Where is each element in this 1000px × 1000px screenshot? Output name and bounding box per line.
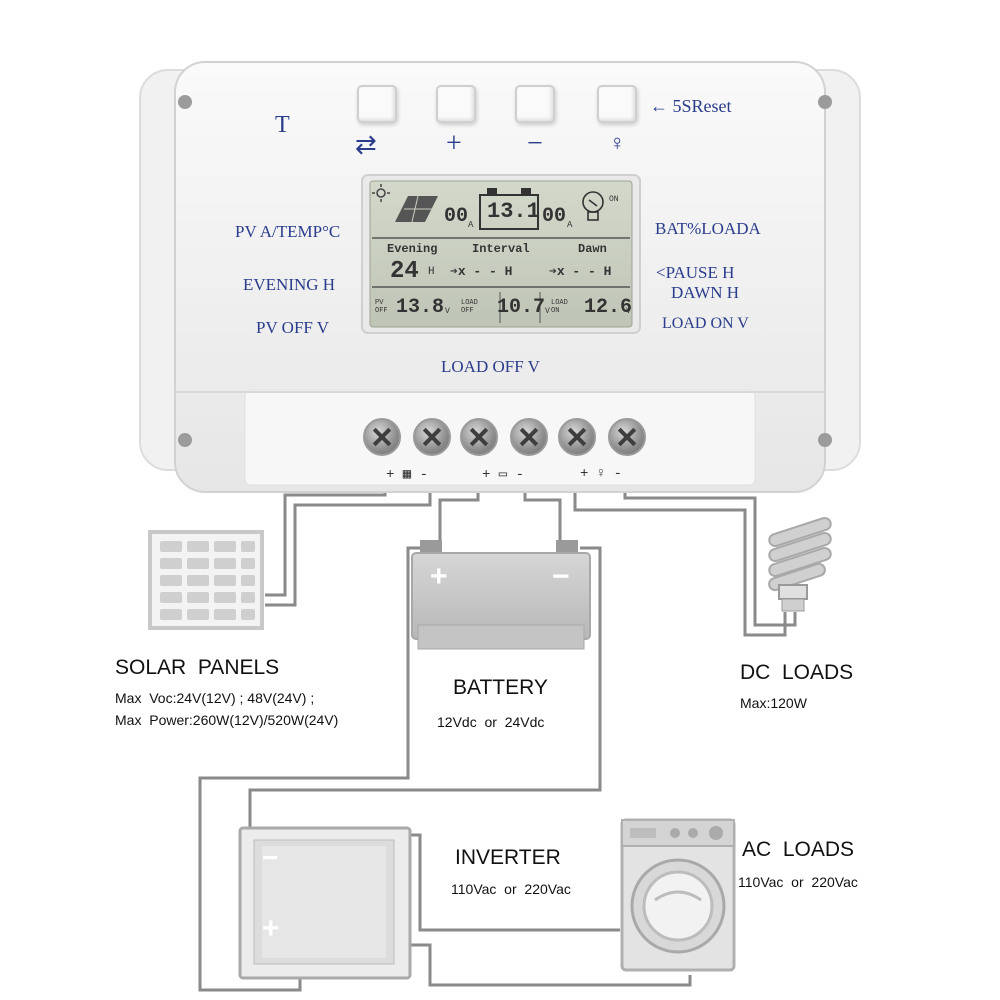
controller-terminal-block	[244, 389, 756, 486]
battery-title: BATTERY	[453, 676, 548, 699]
light-bulb-icon: ♀	[609, 130, 626, 155]
mount-hole	[818, 95, 832, 109]
lcd-pv-off-unit: V	[445, 307, 450, 316]
set-button[interactable]	[357, 85, 397, 123]
lcd-pv-current-unit: A	[468, 220, 474, 230]
minus-button[interactable]	[515, 85, 555, 123]
lcd-load-on-unit: V	[626, 307, 631, 316]
solar-panel-icon	[148, 530, 264, 630]
lcd-load-current: 00	[542, 205, 567, 228]
lcd-load-on-label: LOAD ON	[551, 299, 568, 315]
cfl-bulb-icon	[768, 516, 832, 612]
mount-hole	[178, 95, 192, 109]
mode-label: T	[275, 112, 290, 138]
dawn-label: DAWN H	[671, 283, 740, 302]
mount-hole	[818, 433, 832, 447]
plus-button[interactable]	[436, 85, 476, 123]
load-off-label: LOAD OFF V	[441, 357, 540, 376]
lcd-evening-hour-unit: H	[428, 266, 435, 278]
load-on-label: LOAD ON V	[662, 315, 749, 332]
lcd-on-label: ON	[609, 195, 619, 204]
lcd-evening-label: Evening	[387, 242, 438, 256]
terminal-load-negative[interactable]	[608, 418, 646, 456]
lcd-interval-label: Interval	[472, 242, 530, 256]
terminal-load-positive[interactable]	[558, 418, 596, 456]
battery-icon	[411, 540, 591, 650]
minus-icon: −	[527, 128, 543, 159]
terminal-battery-positive[interactable]	[460, 418, 498, 456]
lcd-solar-panel-icon	[395, 195, 438, 223]
swap-arrows-icon: ⇄	[355, 130, 377, 159]
lcd-load-current-unit: A	[567, 220, 573, 230]
ac-loads-spec: 110Vac or 220Vac	[738, 874, 858, 890]
mount-hole	[178, 433, 192, 447]
inverter-icon	[238, 826, 412, 980]
terminal-pv-negative[interactable]	[413, 418, 451, 456]
lcd-pv-off-label: PV OFF	[375, 299, 388, 315]
lcd-load-off-unit: V	[545, 307, 550, 316]
battery-spec: 12Vdc or 24Vdc	[437, 714, 545, 730]
sun-icon	[372, 184, 390, 202]
terminal-label-battery: + ▭ -	[482, 467, 525, 483]
inverter-plus-sign: +	[262, 912, 280, 945]
bat-load-label: BAT%LOADA	[655, 219, 761, 238]
load-button[interactable]	[597, 85, 637, 123]
lcd-load-off-value: 10.7	[497, 296, 546, 319]
solar-panels-spec-power: Max Power:260W(12V)/520W(24V)	[115, 712, 339, 728]
battery-plus-sign: +	[430, 560, 448, 593]
inverter-spec: 110Vac or 220Vac	[451, 881, 571, 897]
lcd-dawn-value: ➔x - - H	[549, 264, 612, 279]
lcd-bulb-icon	[582, 191, 604, 221]
pv-off-label: PV OFF V	[256, 318, 330, 337]
lcd-evening-hours: 24	[390, 258, 419, 285]
ac-load-wire-2	[405, 943, 692, 987]
solar-panels-title: SOLAR PANELS	[115, 656, 280, 679]
lcd-screen	[369, 180, 633, 328]
inverter-wire-positive	[198, 546, 420, 992]
lcd-battery-voltage: 13.1	[487, 199, 540, 224]
plus-icon: +	[446, 128, 462, 159]
lcd-load-off-label: LOAD OFF	[461, 299, 478, 315]
pv-temp-label: PV A/TEMP°C	[235, 222, 341, 241]
charge-controller	[139, 61, 861, 493]
solar-panels-spec-voc: Max Voc:24V(12V) ; 48V(24V) ;	[115, 690, 315, 706]
evening-label: EVENING H	[243, 275, 336, 294]
lcd-pv-off-value: 13.8	[396, 296, 445, 319]
ac-loads-title: AC LOADS	[742, 838, 855, 861]
ac-load-wire-1	[405, 833, 620, 932]
lcd-dawn-label: Dawn	[578, 242, 607, 256]
washing-machine-icon	[620, 818, 736, 972]
reset-label: ← 5SReset	[650, 96, 732, 116]
dc-loads-title: DC LOADS	[740, 661, 854, 684]
inverter-title: INVERTER	[455, 846, 561, 869]
inverter-minus-sign: −	[262, 842, 279, 873]
dc-loads-spec: Max:120W	[740, 695, 807, 711]
lcd-load-on-value: 12.6	[584, 296, 633, 319]
lcd-battery-icon	[479, 188, 539, 230]
pause-label: <PAUSE H	[656, 263, 735, 282]
dc-load-wire-positive	[573, 450, 787, 637]
terminal-label-load: + ♀ -	[580, 466, 623, 482]
terminal-pv-positive[interactable]	[363, 418, 401, 456]
lcd-pv-current: 00	[444, 205, 469, 228]
battery-minus-sign: −	[552, 560, 570, 593]
inverter-wire-negative	[248, 546, 602, 830]
lcd-interval-value: ➔x - - H	[450, 264, 513, 279]
terminal-label-pv: + ▦ -	[386, 467, 429, 483]
terminal-battery-negative[interactable]	[510, 418, 548, 456]
